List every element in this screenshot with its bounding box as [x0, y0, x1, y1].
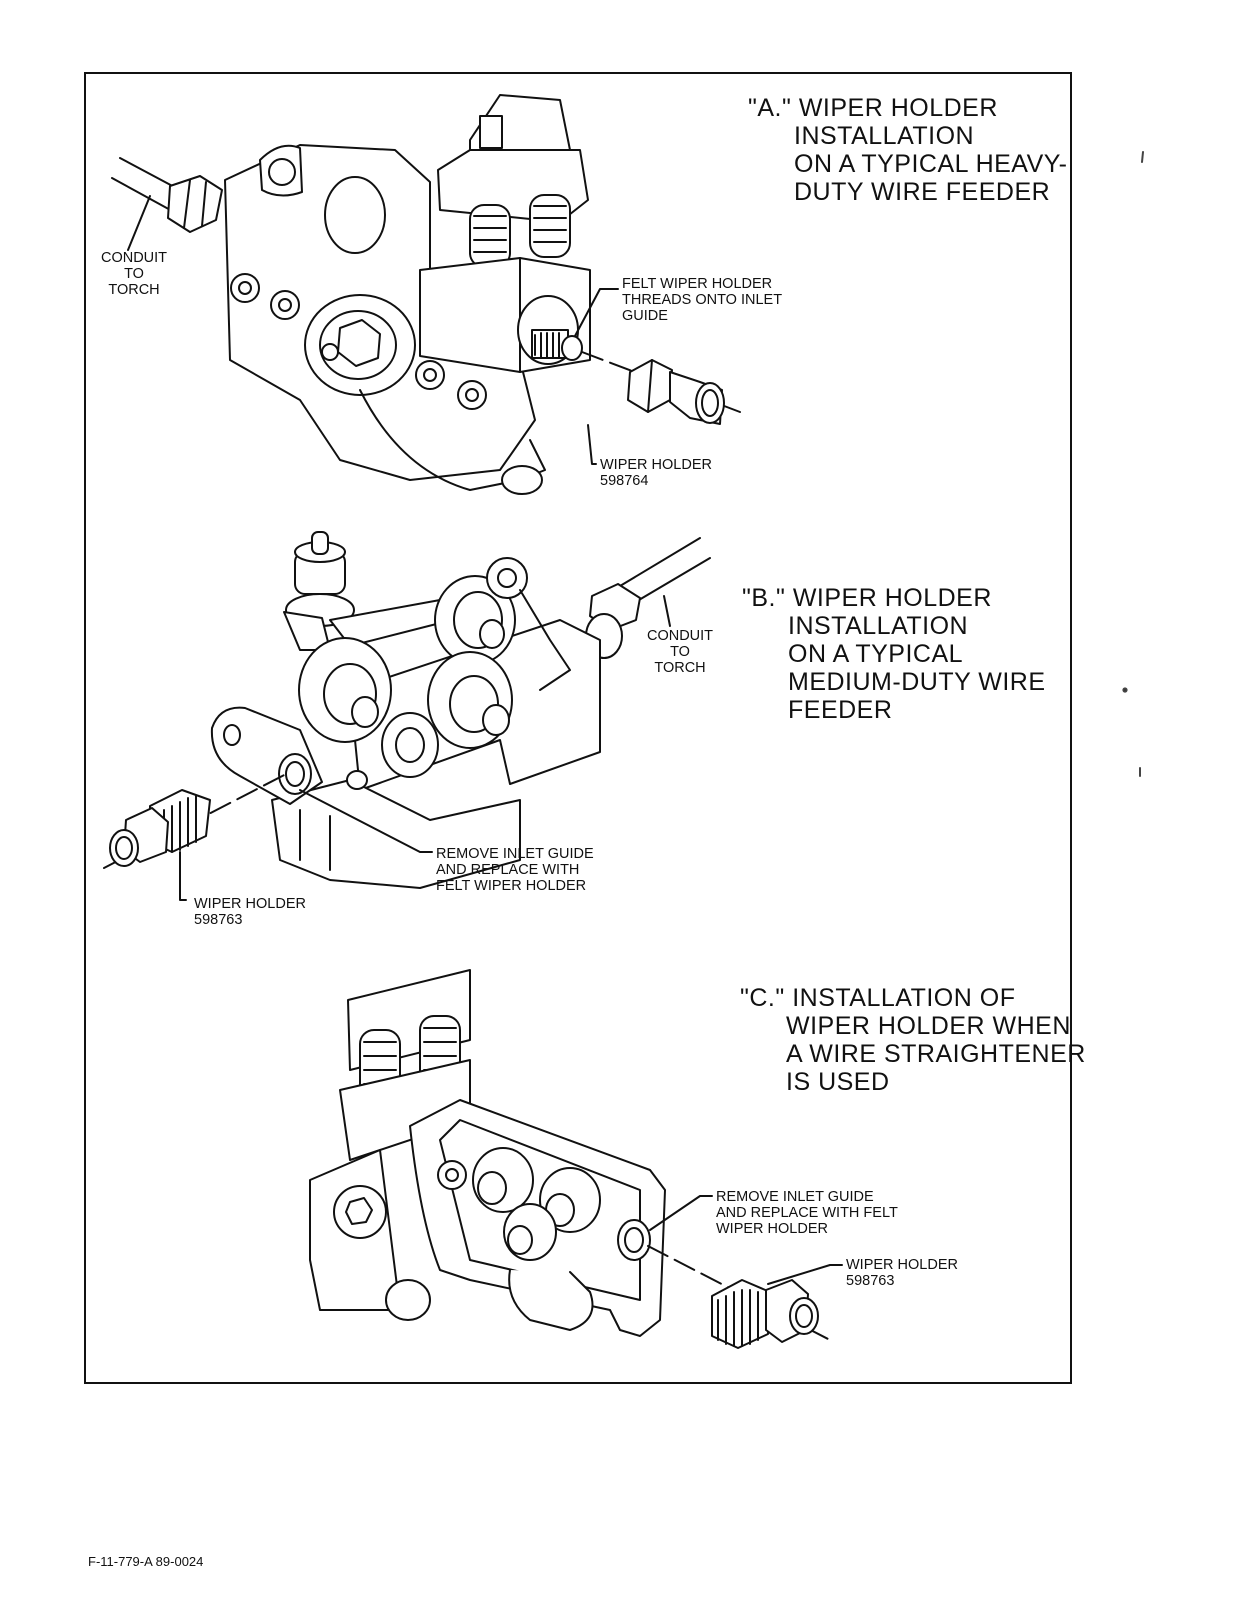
panel-b-remove-label: REMOVE INLET GUIDE AND REPLACE WITH FELT…	[436, 846, 594, 894]
panel-c-remove-label: REMOVE INLET GUIDE AND REPLACE WITH FELT…	[716, 1189, 898, 1237]
panel-b-title: "B." WIPER HOLDER INSTALLATION ON A TYPI…	[742, 584, 1046, 724]
panel-b-conduit-label: CONDUIT TO TORCH	[646, 628, 714, 676]
panel-c-wiper-holder-label: WIPER HOLDER 598763	[846, 1257, 958, 1289]
panel-a-conduit-label: CONDUIT TO TORCH	[100, 250, 168, 298]
panel-a-felt-label: FELT WIPER HOLDER THREADS ONTO INLET GUI…	[622, 276, 783, 324]
scan-marks	[1122, 151, 1144, 777]
wire-straightener-drawing	[309, 969, 843, 1349]
panel-c-title: "C." INSTALLATION OF WIPER HOLDER WHEN A…	[740, 984, 1086, 1096]
heavy-duty-feeder-drawing	[111, 94, 741, 495]
panel-a-title: "A." WIPER HOLDER INSTALLATION ON A TYPI…	[748, 94, 1068, 206]
figure-reference-number: F-11-779-A 89-0024	[88, 1554, 204, 1569]
figure-frame	[84, 72, 1072, 1384]
panel-b-wiper-holder-label: WIPER HOLDER 598763	[194, 896, 306, 928]
medium-duty-feeder-drawing	[103, 531, 711, 901]
panel-a-wiper-holder-label: WIPER HOLDER 598764	[600, 457, 712, 489]
